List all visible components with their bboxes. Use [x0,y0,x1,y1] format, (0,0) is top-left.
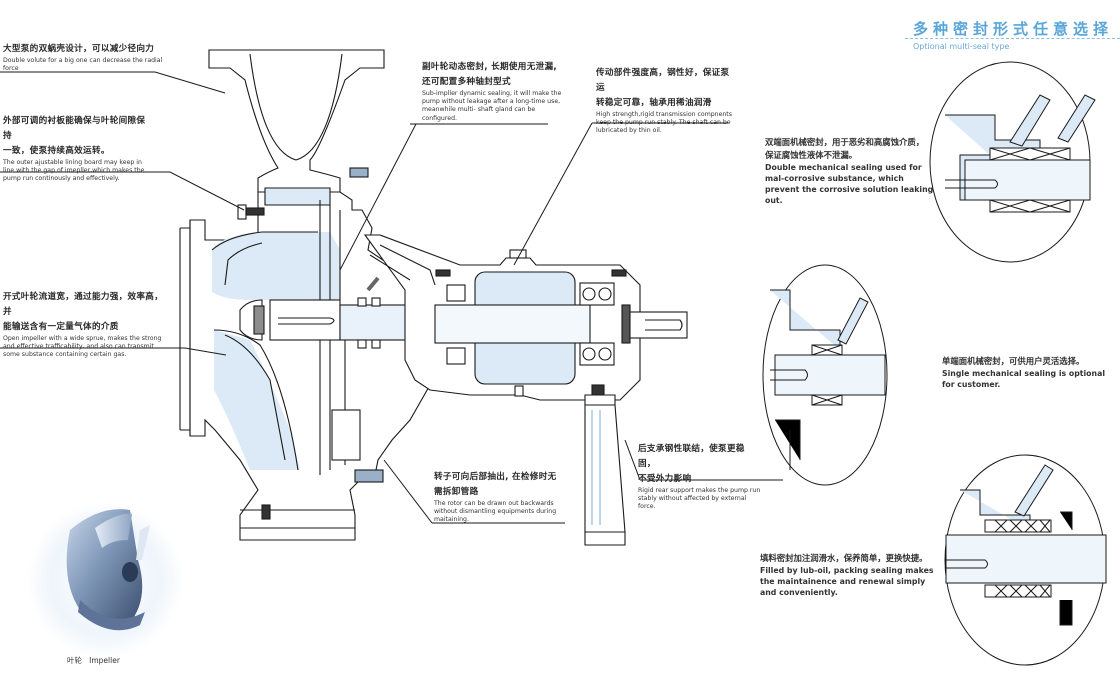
impeller-photo [27,502,183,658]
seal-desc-single: 单端面机械密封，可供用户灵活选择。 Single mechanical seal… [942,355,1112,390]
callout-zh-2: 转稳定可靠，轴承用稀油润滑 [596,98,712,108]
callout-zh-2: 能输送含有一定量气体的介质 [3,322,119,332]
impeller-caption: 叶轮 Impeller [67,655,120,666]
impeller-caption-zh: 叶轮 [67,656,82,665]
callout-zh-2: 不受外力影响 [638,474,692,484]
bearing-housing [363,234,688,401]
impeller-caption-en: Impeller [89,656,120,665]
callout-rear-support: 后支承钢性联结，使泵更稳固， 不受外力影响 Rigid rear support… [638,442,762,512]
callout-en: The outer ajustable lining board may kee… [3,159,145,183]
callout-lining-board: 外部可调的衬板能确保与叶轮间隙保持 一致，使泵持续高效运转。 The outer… [3,114,151,184]
callout-rotor: 转子可向后部抽出, 在检修时无 需拆卸管路 The rotor can be d… [434,470,560,525]
callout-zh-1: 外部可调的衬板能确保与叶轮间隙保持 [3,116,146,141]
seal-en: Single mechanical sealing is optional fo… [942,369,1106,389]
callout-zh-2: 一致，使泵持续高效运转。 [3,146,110,156]
seal-desc-double: 双端面机械密封，用于恶劣和高腐蚀介质， 保证腐蚀性液体不泄漏。 Double m… [765,136,937,206]
callout-en: Rigid rear support makes the pump run st… [638,487,761,511]
callout-zh-1: 副叶轮动态密封, 长期使用无泄漏, [422,62,557,72]
title-divider [905,38,1120,39]
double-seal-detail [929,61,1096,263]
seal-zh-2: 保证腐蚀性液体不泄漏。 [765,150,858,160]
callout-zh-2: 需拆卸管路 [434,487,479,497]
callout-transmission: 传动部件强度高，钢性好，保证泵运 转稳定可靠，轴承用稀油润滑 High stre… [596,66,736,136]
section-title-zh: 多种密封形式任意选择 [913,20,1114,38]
callout-double-volute: 大型泵的双蜗壳设计，可以减少径向力 Double volute for a bi… [3,42,163,73]
pump-casing [179,49,431,541]
callout-zh-1: 后支承钢性联结，使泵更稳固， [638,444,745,469]
callout-zh-1: 传动部件强度高，钢性好，保证泵运 [596,68,730,93]
callout-open-impeller: 开式叶轮流道宽，通过能力强，效率高，并 能输送含有一定量气体的介质 Open i… [3,290,165,360]
seal-en: Double mechanical sealing used for mal-c… [765,163,934,205]
callout-sub-impeller: 副叶轮动态密封, 长期使用无泄漏, 还可配置多种轴封型式 Sub-impller… [422,60,562,123]
seal-en: Filled by lub-oil, packing sealing makes… [760,566,934,597]
seal-zh-1: 填料密封加注润滑水，保养简单，更换快捷。 [760,553,928,563]
section-title-en: Optional multi-seal type [913,42,1010,51]
callout-en: The rotor can be drawn out backwards wit… [434,500,557,524]
callout-en: Open impeller with a wide sprue, makes t… [3,335,162,359]
seal-zh-1: 单端面机械密封，可供用户灵活选择。 [942,356,1085,366]
callout-zh: 大型泵的双蜗壳设计，可以减少径向力 [3,44,155,54]
callout-zh-2: 还可配置多种轴封型式 [422,77,511,87]
seal-desc-packing: 填料密封加注润滑水，保养简单，更换快捷。 Filled by lub-oil, … [760,552,940,598]
callout-zh-1: 转子可向后部抽出, 在检修时无 [434,472,557,482]
callout-en: Sub-impller dynamic sealing, it will mak… [422,90,562,122]
leader-lines [0,71,783,524]
callout-en: Double volute for a big one can decrease… [3,57,163,73]
seal-zh-1: 双端面机械密封，用于恶劣和高腐蚀介质， [765,137,925,147]
packing-seal-detail [944,454,1107,666]
callout-zh-1: 开式叶轮流道宽，通过能力强，效率高，并 [3,292,164,317]
single-seal-detail [762,264,888,486]
callout-en: High strength,rigid transmission compnen… [596,111,732,135]
rear-support [584,384,626,546]
